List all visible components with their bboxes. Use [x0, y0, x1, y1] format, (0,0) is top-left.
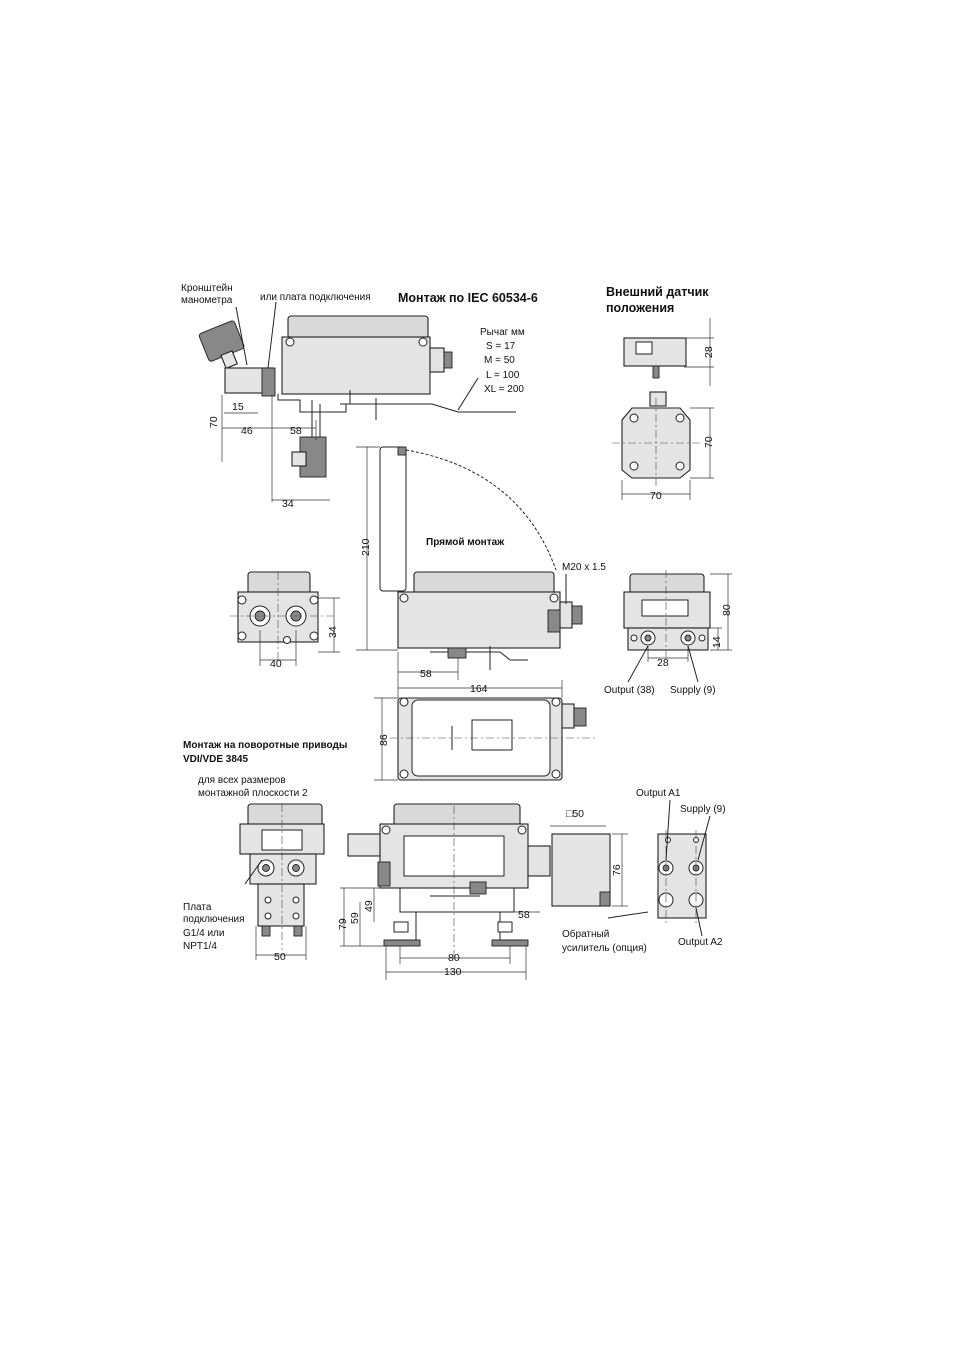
dim-80b: 80	[448, 952, 460, 964]
plate-label-1: Плата	[183, 902, 212, 913]
positioner-lid	[287, 315, 429, 339]
dim-40: 40	[270, 658, 282, 670]
dim-50a: 50	[274, 951, 286, 963]
reverse-amp-label-2: усилитель (опция)	[562, 943, 647, 954]
supply-9b-label: Supply (9)	[680, 804, 726, 815]
plate-label-3: G1/4 или	[183, 928, 224, 939]
dim-70c: 70	[650, 490, 662, 502]
dim-164: 164	[470, 683, 488, 695]
connection-plate-alt-label: или плата подключения	[260, 292, 371, 303]
dim-70b: 70	[703, 436, 715, 448]
reverse-amp-label-1: Обратный	[562, 928, 609, 940]
dim-79: 79	[337, 918, 349, 930]
external-sensor-view	[612, 318, 714, 500]
dim-14: 14	[711, 636, 723, 648]
dim-80a: 80	[721, 604, 733, 616]
dim-130: 130	[444, 966, 462, 978]
dim-86: 86	[378, 734, 390, 746]
lever-s: S = 17	[486, 341, 516, 352]
dim-28b: 28	[657, 657, 669, 669]
dim-210: 210	[360, 538, 372, 556]
rotary-front-view	[340, 803, 649, 980]
external-sensor-title-2: положения	[606, 301, 674, 315]
dim-76: 76	[611, 864, 623, 876]
dim-34b: 34	[327, 626, 339, 638]
dim-28a: 28	[703, 346, 715, 358]
iec-mounting-view	[198, 301, 516, 502]
direct-mounting-view	[356, 446, 583, 680]
rotary-side-view	[239, 803, 325, 960]
iec-mounting-title: Монтаж по IEC 60534-6	[398, 291, 538, 305]
output-a1-label: Output A1	[636, 788, 681, 799]
positioner-housing	[281, 336, 431, 395]
double-acting-ports-view	[657, 799, 711, 937]
dim-58b: 58	[420, 668, 432, 680]
rotary-mounting-title-1: Монтаж на поворотные приводы	[183, 740, 347, 751]
rotary-mounting-title-2: VDI/VDE 3845	[183, 754, 248, 765]
gauge-bracket-label-2: манометра	[181, 295, 233, 306]
square-50-label: □50	[566, 808, 584, 820]
dim-15: 15	[232, 401, 244, 413]
pressure-gauge	[198, 320, 245, 370]
output-a2-label: Output A2	[678, 937, 723, 948]
supply-9-label: Supply (9)	[670, 685, 716, 696]
plate-label-2: подключения	[183, 914, 245, 925]
external-sensor-title-1: Внешний датчик	[606, 285, 709, 299]
direct-mounting-title: Прямой монтаж	[426, 537, 505, 548]
dim-70a: 70	[208, 416, 220, 428]
dim-34a: 34	[282, 498, 294, 510]
top-view	[374, 680, 598, 781]
dim-58a: 58	[290, 425, 302, 437]
output-38-label: Output (38)	[604, 685, 655, 696]
lever-l: L = 100	[486, 370, 520, 381]
plate-label-4: NPT1/4	[183, 941, 217, 952]
lever-m: M = 50	[484, 355, 515, 366]
connection-view	[623, 570, 732, 683]
thread-label: M20 x 1.5	[562, 562, 606, 573]
lever-title: Рычаг мм	[480, 327, 525, 338]
rear-view	[230, 571, 340, 666]
lever-xl: XL = 200	[484, 384, 524, 395]
gauge-bracket-label-1: Кронштейн	[181, 283, 233, 294]
dim-46: 46	[241, 425, 253, 437]
all-sizes-label-2: монтажной плоскости 2	[198, 788, 308, 799]
dim-58c: 58	[518, 909, 530, 921]
dim-59: 59	[349, 912, 361, 924]
all-sizes-label-1: для всех размеров	[198, 775, 286, 786]
dim-49: 49	[363, 900, 375, 912]
